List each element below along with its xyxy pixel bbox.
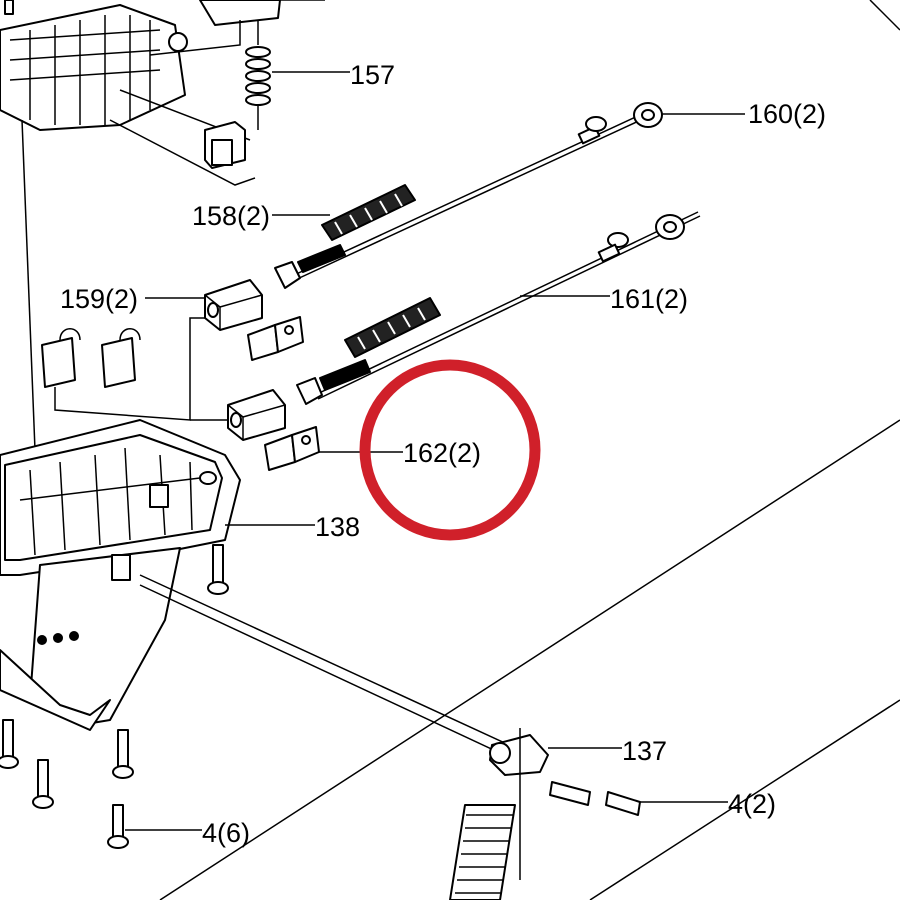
part-158-spring <box>321 184 416 241</box>
part-138-housing <box>0 419 241 731</box>
part-161-lower-cable <box>296 211 701 405</box>
callout-158: 158(2) <box>192 201 270 231</box>
callout-137: 137 <box>622 736 667 766</box>
callout-161: 161(2) <box>610 284 688 314</box>
part-160-upper-cable <box>274 102 663 289</box>
callout-4-6: 4(6) <box>202 818 250 848</box>
part-159-sleeve <box>204 279 286 441</box>
callout-157: 157 <box>350 60 395 90</box>
panel-outline <box>159 0 900 900</box>
part-157-spring <box>204 20 271 169</box>
part-162-bracket <box>247 316 320 471</box>
callout-159: 159(2) <box>60 284 138 314</box>
callout-162: 162(2) <box>403 438 481 468</box>
electrical-block <box>0 0 325 451</box>
callout-4-2: 4(2) <box>728 789 776 819</box>
callout-160: 160(2) <box>748 99 826 129</box>
wire-clips <box>41 317 228 421</box>
highlight-circle <box>359 359 541 541</box>
callout-138: 138 <box>315 512 360 542</box>
part-4-screws <box>0 544 641 849</box>
part-137-rod <box>139 574 549 900</box>
